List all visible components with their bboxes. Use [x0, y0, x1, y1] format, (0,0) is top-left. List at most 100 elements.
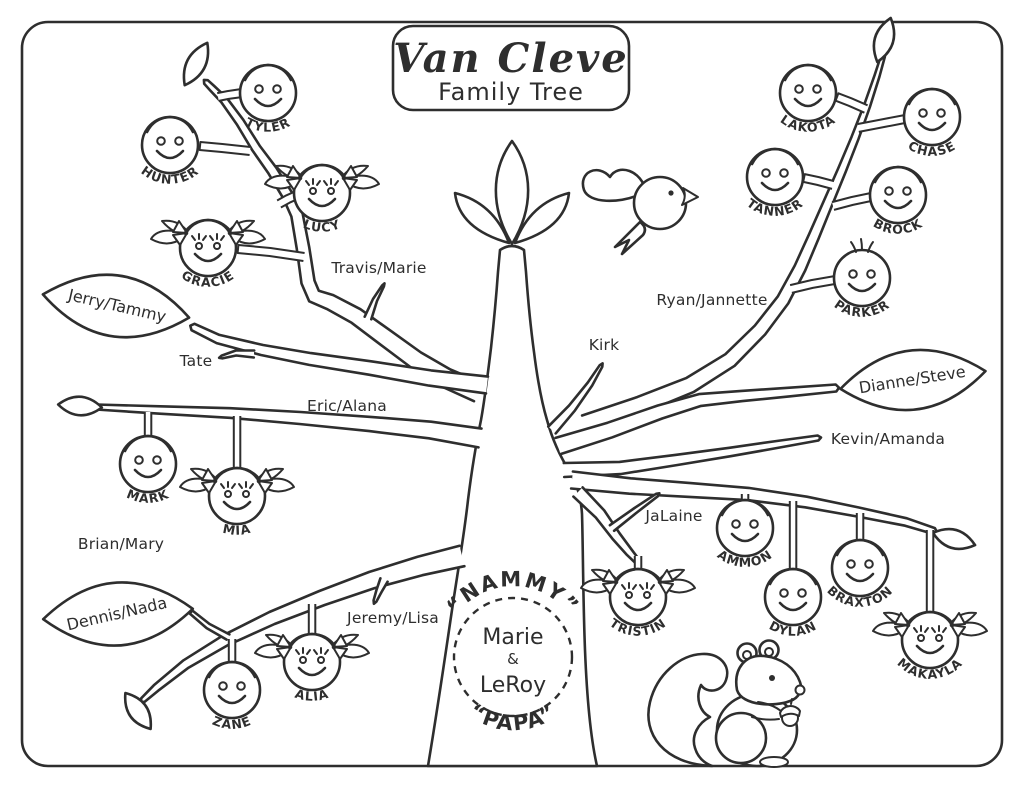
bow-knot [341, 175, 347, 181]
page-subtitle: Family Tree [438, 78, 584, 106]
child-name-lucy: LUCY [301, 216, 342, 235]
eyelashes [931, 625, 947, 633]
eye [935, 634, 943, 642]
smile [253, 97, 283, 108]
smile [623, 601, 653, 612]
eye [195, 242, 203, 250]
eye [936, 108, 946, 118]
child-name-brock: BROCK [871, 215, 925, 237]
squirrel-illustration [647, 639, 806, 768]
bow-knot [657, 579, 663, 585]
hair [720, 498, 770, 517]
hair [768, 567, 818, 586]
couple-label-kirk: Kirk [589, 336, 620, 354]
branch-dianne [554, 383, 841, 456]
hair [243, 63, 293, 82]
child-face-mia: MIA [179, 466, 295, 538]
hair [207, 660, 257, 679]
eye [749, 519, 759, 529]
child-face-hunter: HUNTER [139, 115, 200, 187]
hair-bow [342, 165, 358, 191]
title-box [391, 24, 631, 112]
treetop-leaf-center [494, 139, 530, 246]
bird-tail [613, 220, 647, 256]
eye [794, 84, 804, 94]
hair [145, 115, 195, 134]
branch-upper-left [202, 78, 484, 403]
couple-label-brian-mary: Brian/Mary [78, 535, 164, 553]
stub-brock [831, 192, 873, 211]
eye [299, 656, 307, 664]
eye [902, 186, 912, 196]
stem-braxton [855, 513, 865, 543]
eye [848, 269, 858, 279]
smile [297, 666, 327, 677]
hair [835, 538, 885, 557]
child-name-parker: PARKER [832, 296, 893, 320]
eye [779, 168, 789, 178]
ampersand: & [507, 650, 519, 668]
child-name-dylan: DYLAN [767, 618, 819, 639]
stem-mia [232, 416, 242, 471]
treetop-leaf-left [453, 191, 511, 245]
eyelashes [238, 481, 254, 489]
bow-knot [949, 622, 955, 628]
eye [213, 242, 221, 250]
bow-knot [331, 644, 337, 650]
bird-body [632, 175, 688, 231]
child-name-tyler: TYLER [243, 114, 293, 134]
bow-knot [256, 478, 262, 484]
eyelashes [220, 481, 236, 489]
eye [643, 591, 651, 599]
hair-bow [276, 634, 292, 660]
smile [760, 181, 790, 192]
eye [864, 559, 874, 569]
eye [625, 591, 633, 599]
hair [123, 434, 173, 453]
stub-lakota [834, 92, 868, 114]
baby-hair [850, 238, 874, 253]
smile [915, 644, 945, 655]
smile [730, 532, 760, 543]
smile [793, 97, 823, 108]
treetop-leaves [453, 139, 571, 246]
bow-knot [183, 230, 189, 236]
branch-kirk [547, 362, 604, 435]
child-face-lucy: LUCY [264, 163, 380, 235]
child-face-dylan: DYLAN [763, 567, 823, 639]
couple-label-tate: Tate [179, 352, 213, 370]
eye [254, 84, 264, 94]
child-face-zane: ZANE [202, 660, 262, 732]
bow-knot [227, 230, 233, 236]
branch-jerry [189, 322, 490, 395]
title-block: Van Cleve Family Tree [391, 24, 631, 112]
eye [866, 269, 876, 279]
eye [797, 588, 807, 598]
eyelashes [305, 178, 321, 186]
child-face-gracie: GRACIE [150, 218, 266, 290]
eye [779, 588, 789, 598]
treetop-leaf-right [513, 191, 571, 245]
eye [884, 186, 894, 196]
child-face-lakota: LAKOTA [778, 63, 838, 135]
stem-zane [227, 639, 237, 665]
bow-knot [613, 579, 619, 585]
hair-bow [172, 220, 188, 246]
couple-label-ryan-jannette: Ryan/Jannette [656, 291, 767, 309]
smile [883, 199, 913, 210]
grandma-name: Marie [482, 625, 543, 650]
eye [846, 559, 856, 569]
hair-bow [257, 468, 273, 494]
eye [327, 187, 335, 195]
smile [133, 468, 163, 479]
eye [224, 490, 232, 498]
squirrel-arm-lower [751, 716, 780, 721]
bow-knot [212, 478, 218, 484]
child-name-mark: MARK [125, 486, 172, 506]
smile [222, 500, 252, 511]
stem-mark [143, 412, 153, 438]
smile [778, 601, 808, 612]
acorn-stem [790, 698, 793, 705]
bird-illustration [581, 168, 699, 256]
